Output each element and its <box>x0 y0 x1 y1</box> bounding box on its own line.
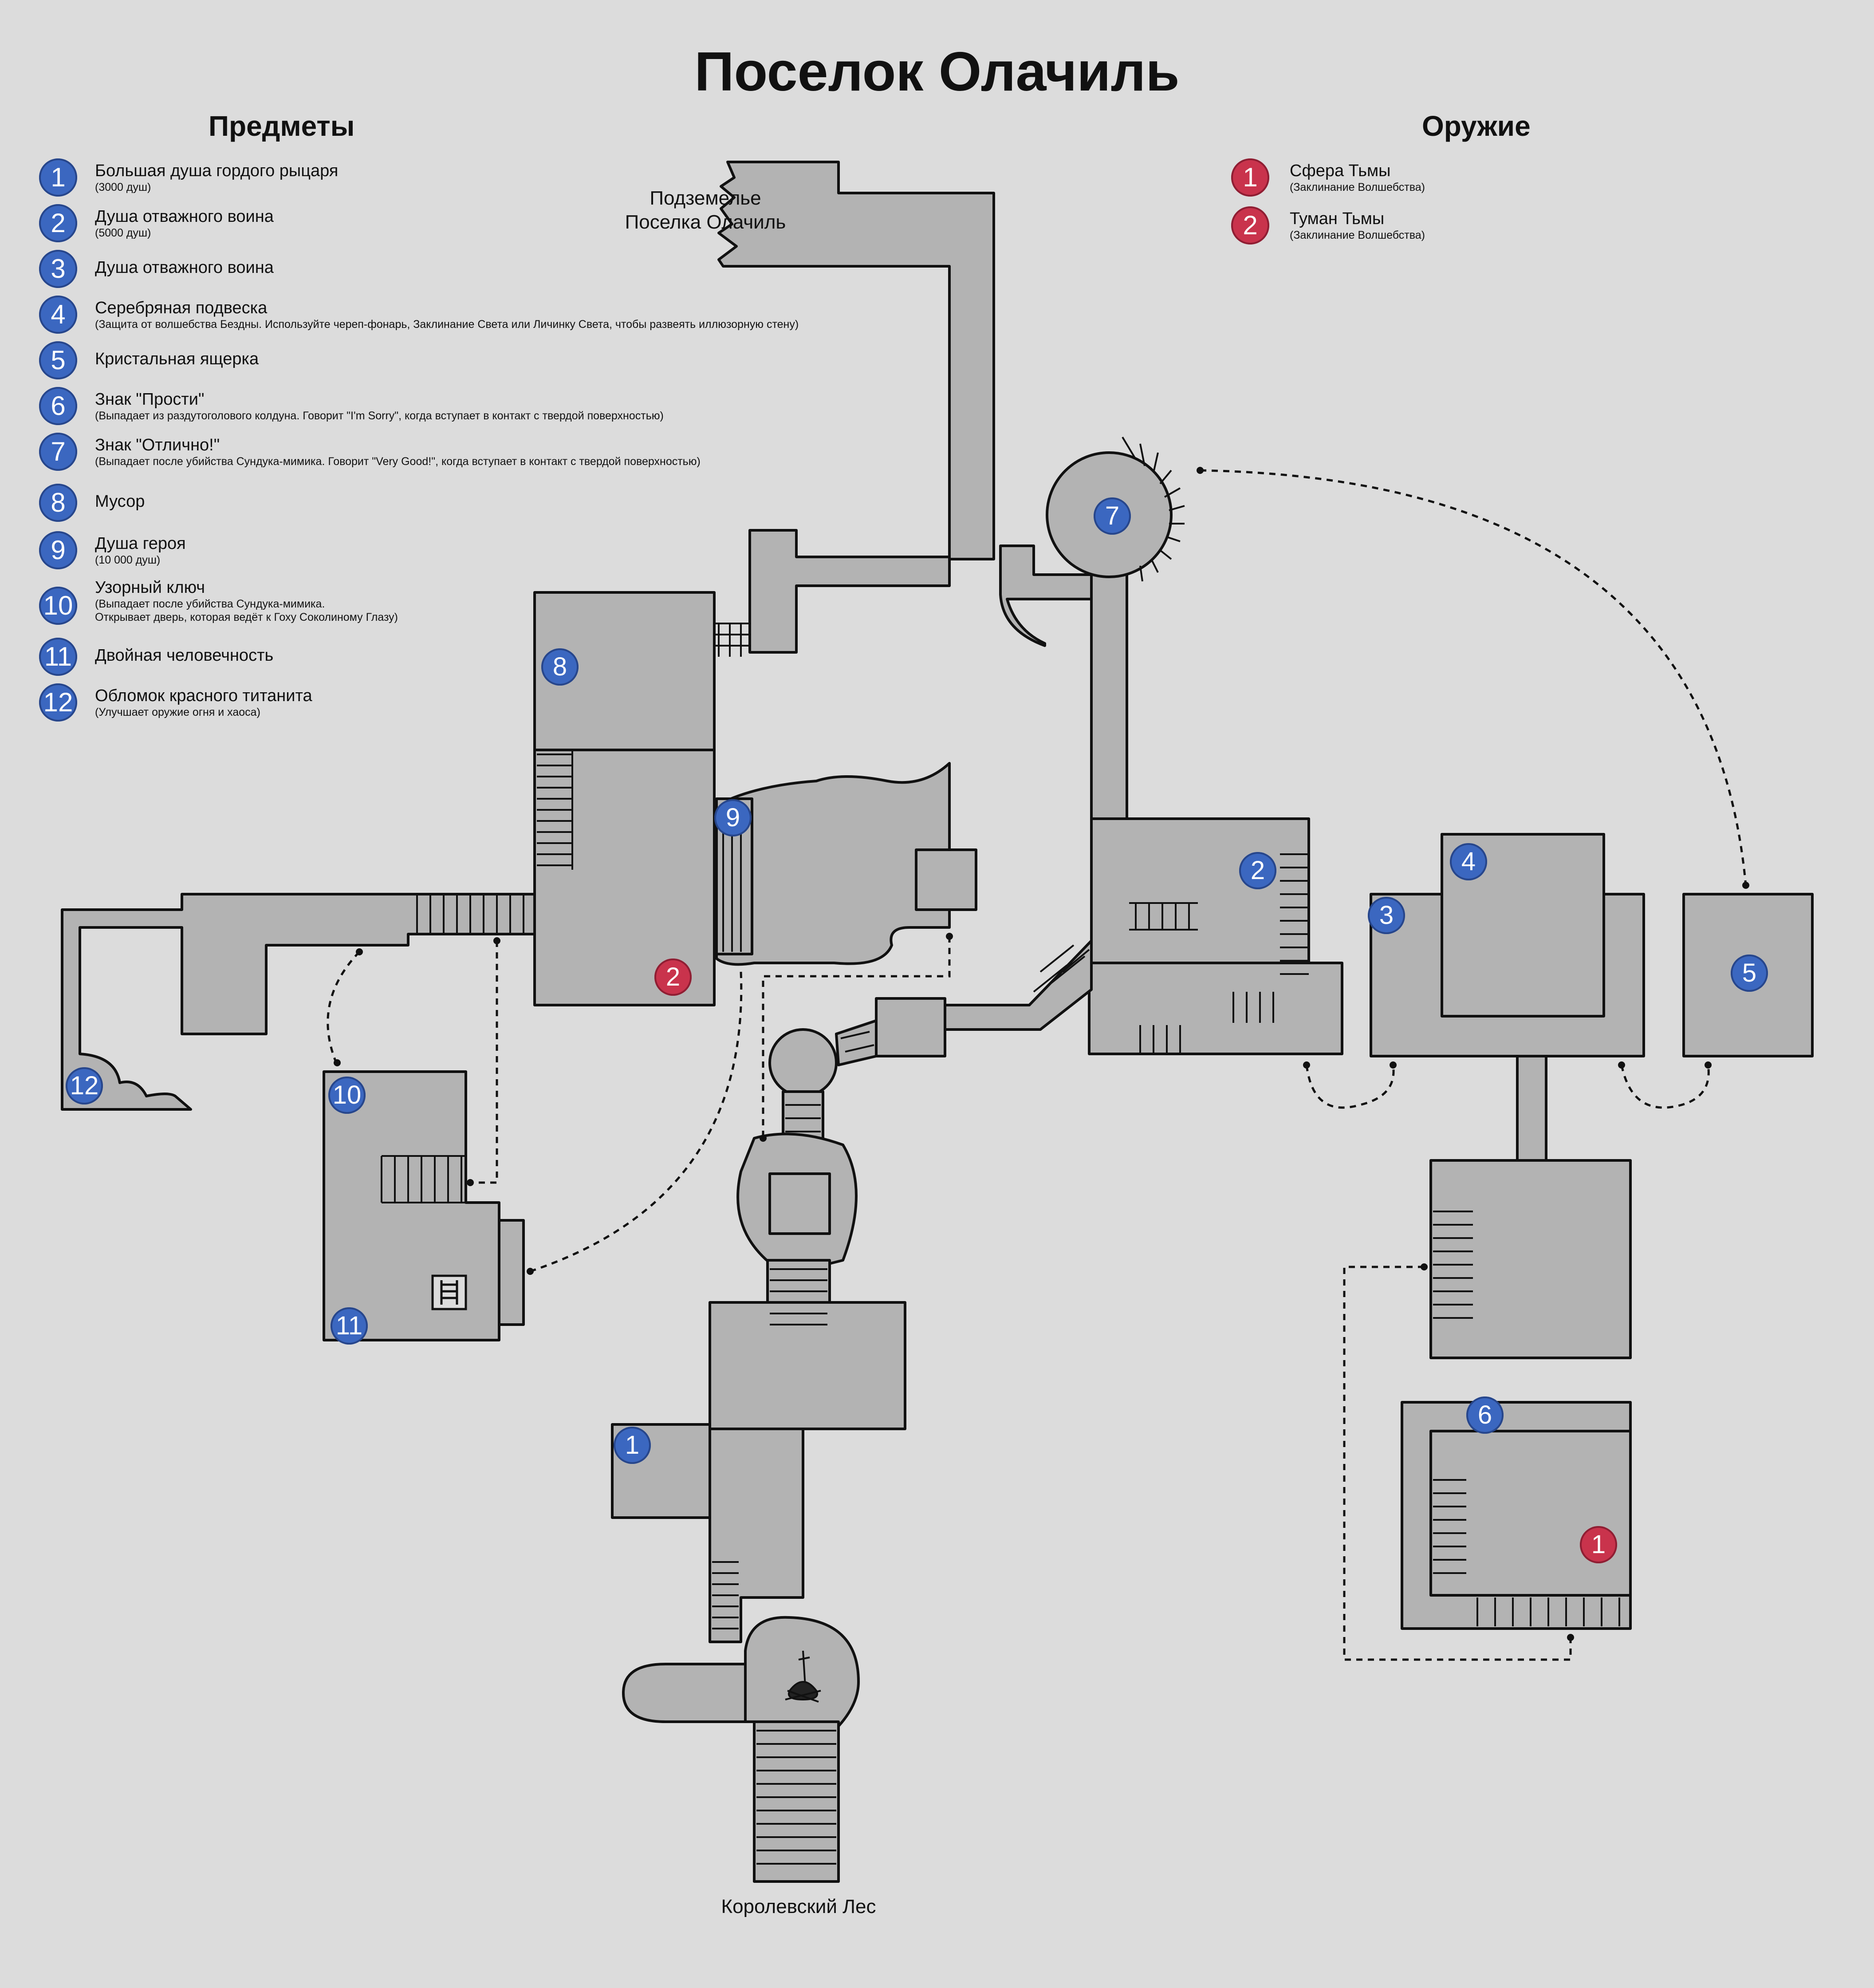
map-corridor-bonfire-west <box>622 1663 747 1723</box>
map-marker-item-7[interactable]: 7 <box>1094 497 1131 535</box>
map-rotunda-small <box>768 1028 838 1097</box>
legend-item-note: (Выпадает из раздутоголового колдуна. Го… <box>95 410 664 422</box>
map-rotunda-pillar <box>768 1172 831 1235</box>
map-corridor-tower-link <box>999 544 1093 647</box>
map-marker-item-3[interactable]: 3 <box>1368 897 1405 934</box>
map-corridor-south-stair <box>766 1259 831 1304</box>
legend-badge: 1 <box>39 158 77 197</box>
legend-item-note: (Улучшает оружие огня и хаоса) <box>95 706 260 718</box>
map-corridor-diagonal <box>944 939 1093 1031</box>
legend-badge: 3 <box>39 250 77 288</box>
map-corridor-forest-stair <box>753 1720 840 1883</box>
map-room-center-small <box>875 997 946 1057</box>
page-title: Поселок Олачиль <box>694 41 1180 103</box>
map-marker-item-5[interactable]: 5 <box>1731 955 1768 992</box>
map-corridor-west <box>61 893 536 1111</box>
legend-item-name: Душа отважного воина <box>95 258 274 277</box>
legend-item-note: (Защита от волшебства Бездны. Используйт… <box>95 318 799 331</box>
legend-badge: 12 <box>39 683 77 722</box>
map-cave <box>715 762 951 966</box>
map-connections <box>327 469 1747 1661</box>
map-label-dungeon: Подземелье Поселка Олачиль <box>625 187 786 233</box>
legend-item-name: Серебряная подвеска <box>95 299 268 317</box>
map-marker-weapon-1[interactable]: 1 <box>1580 1526 1617 1563</box>
map-marker-item-6[interactable]: 6 <box>1466 1396 1504 1434</box>
map-marker-item-1[interactable]: 1 <box>614 1427 651 1464</box>
map-label-forest: Королевский Лес <box>721 1896 876 1917</box>
map-room-10-annex <box>498 1219 525 1326</box>
legend-item-name: Знак "Прости" <box>95 390 205 409</box>
legend-item-name: Узорный ключ <box>95 578 205 597</box>
map-connection-dots <box>334 467 1749 1641</box>
map-corridor-center-link <box>835 1019 878 1066</box>
legend-item-note: (Заклинание Волшебства) <box>1290 229 1425 241</box>
legend-badge: 5 <box>39 341 77 379</box>
map-corridor-east-south <box>1516 1055 1547 1162</box>
legend-item-note: (Выпадает после убийства Сундука-мимика.… <box>95 598 398 623</box>
legend-item-name: Мусор <box>95 492 145 511</box>
legend-badge: 2 <box>1231 206 1269 245</box>
map-room-south-upper <box>709 1301 906 1430</box>
map-marker-item-9[interactable]: 9 <box>714 799 752 836</box>
legend-badge: 9 <box>39 531 77 569</box>
legend-item-name: Большая душа гордого рыцаря <box>95 162 339 180</box>
legend-badge: 11 <box>39 638 77 676</box>
legend-badge: 1 <box>1231 158 1269 197</box>
legend-badge: 10 <box>39 587 77 625</box>
legend-item-name: Сфера Тьмы <box>1290 162 1391 180</box>
legend-item-name: Знак "Отлично!" <box>95 436 220 454</box>
map-room-10-11 <box>323 1070 500 1341</box>
legend-badge: 2 <box>39 204 77 242</box>
map-marker-item-2[interactable]: 2 <box>1239 852 1276 889</box>
map-marker-item-10[interactable]: 10 <box>328 1077 366 1114</box>
legend-item-note: (10 000 душ) <box>95 554 161 566</box>
map-marker-item-11[interactable]: 11 <box>331 1307 368 1345</box>
map-marker-item-4[interactable]: 4 <box>1450 843 1487 880</box>
map-room-6-inner <box>1429 1430 1632 1597</box>
weapons-legend-heading: Оружие <box>1422 110 1531 142</box>
map-corridor-south <box>709 1428 804 1643</box>
legend-item-note: (Заклинание Волшебства) <box>1290 181 1425 193</box>
legend-item-name: Обломок красного титанита <box>95 686 312 705</box>
legend-badge: 6 <box>39 387 77 425</box>
legend-item-note: (5000 душ) <box>95 227 151 239</box>
map-corridor-tower-south <box>1090 571 1128 820</box>
bonfire-icon <box>785 1650 821 1703</box>
map-room-4 <box>1441 833 1605 1018</box>
map-room-2-base <box>1088 962 1343 1055</box>
legend-item-name: Туман Тьмы <box>1290 209 1385 228</box>
legend-badge: 7 <box>39 433 77 471</box>
items-legend-heading: Предметы <box>209 110 355 142</box>
legend-item-note: (3000 душ) <box>95 181 151 193</box>
map-marker-item-8[interactable]: 8 <box>541 648 579 686</box>
ladder-icon <box>431 1274 467 1310</box>
legend-item-name: Душа героя <box>95 534 186 553</box>
map-marker-weapon-2[interactable]: 2 <box>654 958 692 996</box>
legend-item-note: (Выпадает после убийства Сундука-мимика.… <box>95 455 701 468</box>
map-room-9-stairs <box>715 797 753 955</box>
legend-badge: 8 <box>39 484 77 522</box>
map-corridor-upper <box>748 529 951 654</box>
legend-item-name: Душа отважного воина <box>95 207 274 226</box>
map-marker-item-12[interactable]: 12 <box>66 1067 103 1104</box>
map-corridor-dungeon-entry <box>717 161 995 560</box>
legend-item-name: Кристальная ящерка <box>95 350 259 368</box>
map-room-east-lower <box>1429 1159 1632 1359</box>
map-cave-pillar <box>915 848 977 911</box>
legend-badge: 4 <box>39 296 77 334</box>
legend-item-name: Двойная человечность <box>95 646 274 665</box>
